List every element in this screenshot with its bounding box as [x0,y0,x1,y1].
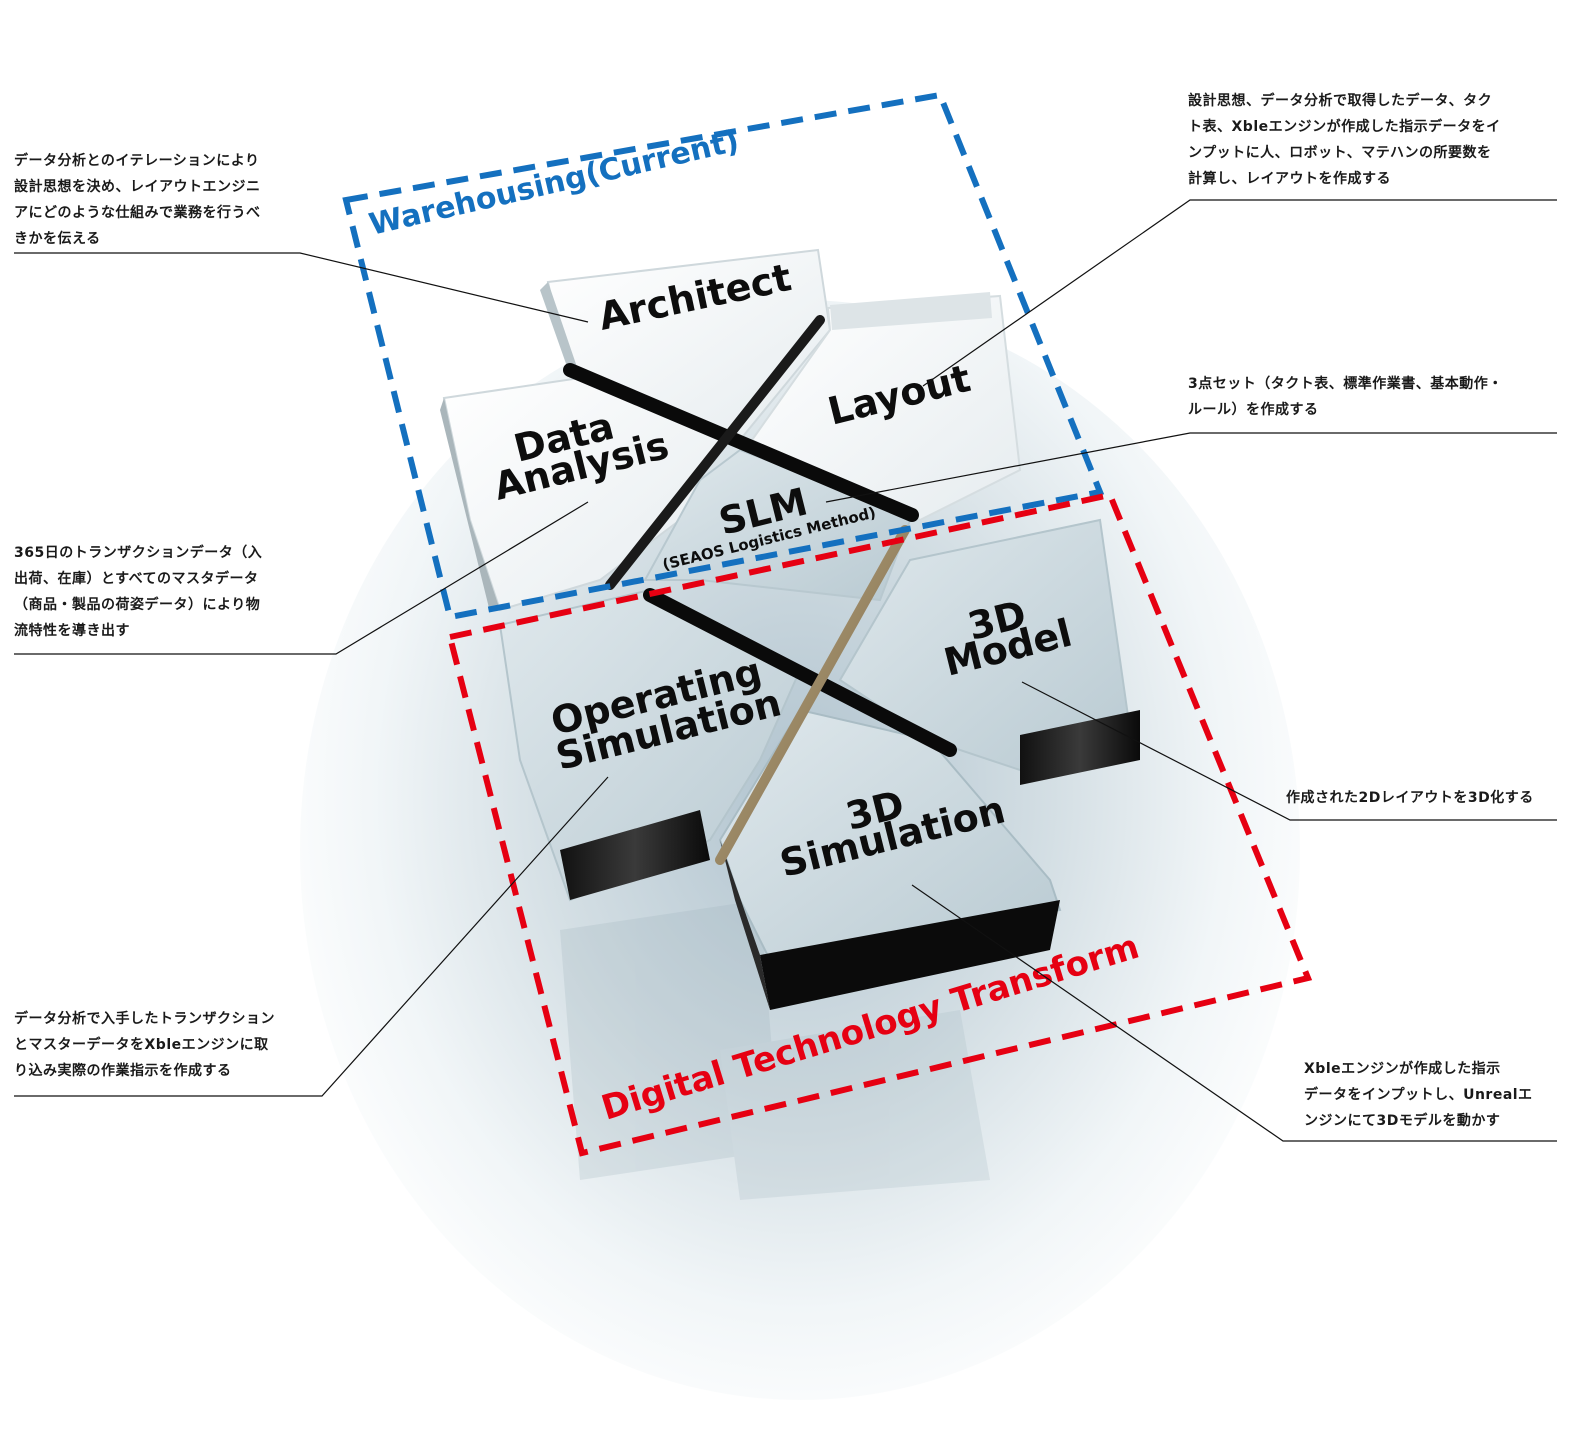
callout-line: データ分析で入手したトランザクション [14,1011,275,1027]
callout-line: 3点セット（タクト表、標準作業書、基本動作・ [1188,376,1503,392]
leader-operating-sim [14,776,609,1097]
callout-line: （商品・製品の荷姿データ）により物 [14,597,261,613]
callout-line: きかを伝える [14,231,101,247]
leader-slm [825,432,1557,503]
callout-operating-sim: データ分析で入手したトランザクション とマスターデータをXbleエンジンに取 り… [14,1006,275,1084]
block-layout [750,292,1022,522]
callout-3d-sim: Xbleエンジンが作成した指示 データをインプットし、Unrealエ ンジンにて… [1304,1056,1533,1134]
callout-data-analysis: 365日のトランザクションデータ（入 出荷、在庫）とすべてのマスタデータ （商品… [14,540,262,644]
callout-line: 流特性を導き出す [14,623,130,639]
callout-line: 設計思想、データ分析で取得したデータ、タク [1188,93,1493,109]
callout-line: 計算し、レイアウトを作成する [1188,171,1391,187]
leader-3d-sim [911,884,1557,1142]
leader-architect [14,252,589,323]
callout-line: とマスターデータをXbleエンジンに取 [14,1037,269,1053]
callout-line: データをインプットし、Unrealエ [1304,1087,1533,1103]
callout-line: ト表、Xbleエンジンが作成した指示データをイ [1188,119,1501,135]
frame-title-warehousing: Warehousing(Current) [366,124,742,243]
block-3d-model [838,518,1140,785]
callout-line: データ分析とのイテレーションにより [14,153,260,169]
callout-line: 365日のトランザクションデータ（入 [14,545,263,561]
callout-line: 設計思想を決め、レイアウトエンジニ [14,179,261,195]
leader-lines [14,199,1557,1142]
block-3d-simulation [718,708,1062,1010]
leader-layout [922,199,1557,387]
leader-3d-model [1021,681,1557,821]
leader-data-analysis [14,501,589,655]
callout-slm: 3点セット（タクト表、標準作業書、基本動作・ ルール）を作成する [1188,371,1503,423]
callout-line: Xbleエンジンが作成した指示 [1304,1061,1501,1077]
callout-line: り込み実際の作業指示を作成する [14,1063,232,1079]
reflection-shapes [560,900,990,1200]
callout-architect: データ分析とのイテレーションにより 設計思想を決め、レイアウトエンジニ アにどの… [14,148,261,252]
callout-line: 出荷、在庫）とすべてのマスタデータ [14,571,259,587]
callout-line: ルール）を作成する [1188,402,1319,418]
callout-line: ンプットに人、ロボット、マテハンの所要数を [1188,145,1492,161]
callout-3d-model: 作成された2Dレイアウトを3D化する [1286,785,1534,811]
callout-line: ンジンにて3Dモデルを動かす [1304,1113,1501,1129]
dark-gap-lines [563,315,957,865]
callout-layout: 設計思想、データ分析で取得したデータ、タク ト表、Xbleエンジンが作成した指示… [1188,88,1501,192]
callout-line: アにどのような仕組みで業務を行うべ [14,205,261,221]
callout-line: 作成された2Dレイアウトを3D化する [1286,790,1534,806]
